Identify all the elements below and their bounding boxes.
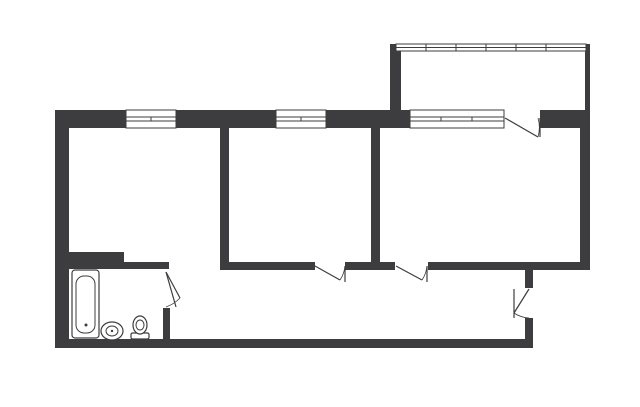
wall-bath-right-lower <box>163 308 170 348</box>
wall-outer-right <box>580 110 590 270</box>
window-icon <box>395 43 587 52</box>
wall-room3-bottom-right <box>428 262 590 270</box>
wall-bath-top <box>69 252 124 262</box>
window-icon <box>125 109 177 129</box>
wall-balcony-left <box>390 44 401 128</box>
wall-bath-top-step <box>69 262 169 269</box>
wall-partition-1 <box>220 128 229 270</box>
wall-outer-top-right <box>540 110 590 128</box>
door-icon <box>504 117 541 138</box>
wall-outer-top <box>55 110 410 128</box>
door-icon <box>395 265 428 282</box>
toilet-icon <box>130 315 150 340</box>
window-icon <box>275 109 327 129</box>
wall-balcony-right <box>585 44 590 128</box>
wall-room2-bottom-mid <box>345 262 395 270</box>
sink-icon <box>100 321 124 341</box>
wall-partition-2 <box>371 128 380 270</box>
wall-outer-bottom <box>55 339 533 348</box>
wall-outer-left <box>55 110 69 348</box>
window-icon <box>409 109 505 129</box>
door-icon <box>314 265 346 282</box>
wall-corridor-right-lower <box>525 318 533 348</box>
wall-room2-bottom-left <box>220 262 315 270</box>
door-icon <box>513 288 530 319</box>
wall-corridor-right-upper <box>525 262 533 288</box>
door-icon <box>165 271 181 308</box>
walls <box>55 44 590 348</box>
bathtub-icon <box>71 269 100 339</box>
